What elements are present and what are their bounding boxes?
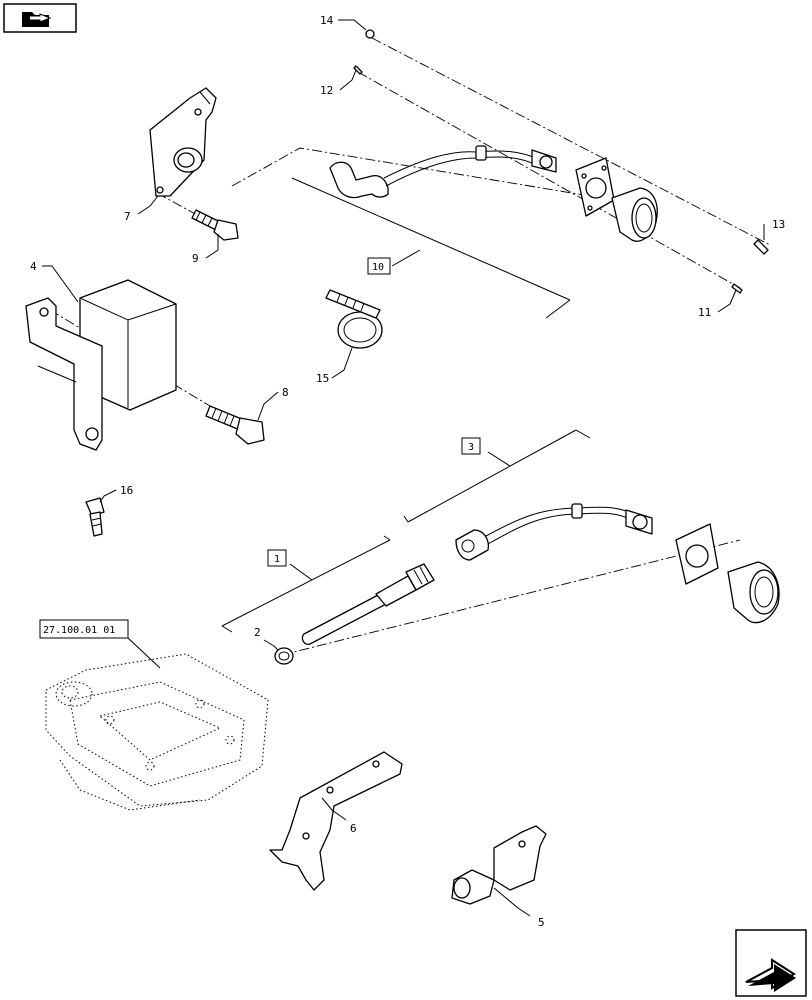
- part-15-cable-tie: [325, 289, 383, 349]
- part-2-o-ring: [274, 647, 294, 665]
- part-6-bracket: [269, 751, 403, 891]
- part-4-module: [25, 279, 177, 451]
- folder-back-icon[interactable]: [3, 3, 77, 33]
- callout-6: 6: [350, 822, 357, 835]
- callout-4: 4: [30, 260, 37, 273]
- box-label-1: 1: [267, 549, 287, 567]
- callout-13: 13: [772, 218, 785, 231]
- callout-labels: 14 12 13 11 7 9 4 8 15 16 2 6 5: [30, 14, 785, 929]
- part-11-pin: [731, 283, 743, 294]
- part-3-harness-lower: [403, 429, 780, 624]
- reference-label-text: 27.100.01 01: [43, 625, 115, 636]
- svg-text:10: 10: [372, 262, 384, 273]
- callout-12: 12: [320, 84, 333, 97]
- svg-text:3: 3: [468, 442, 474, 453]
- part-5-clip: [451, 825, 547, 905]
- part-8-bolt: [205, 405, 265, 445]
- part-13-screw: [753, 239, 769, 255]
- part-16-bolt: [85, 497, 105, 537]
- callout-9: 9: [192, 252, 199, 265]
- callout-5: 5: [538, 916, 545, 929]
- callout-14: 14: [320, 14, 334, 27]
- part-1-sensor: [221, 535, 435, 645]
- part-7-bracket: [149, 87, 217, 197]
- box-label-10: 10: [367, 257, 391, 275]
- part-14-nut: [365, 29, 375, 39]
- callout-16: 16: [120, 484, 133, 497]
- part-12-pin: [353, 65, 363, 75]
- callout-11: 11: [698, 306, 711, 319]
- leader-lines: [42, 19, 765, 917]
- reference-label[interactable]: 27.100.01 01: [39, 619, 129, 639]
- reference-housing: [45, 637, 269, 811]
- callout-15: 15: [316, 372, 329, 385]
- next-page-arrow-icon[interactable]: [735, 929, 807, 997]
- callout-2: 2: [254, 626, 261, 639]
- part-10-harness-upper: [291, 145, 658, 319]
- callout-8: 8: [282, 386, 289, 399]
- part-9-bolt: [191, 209, 239, 241]
- box-label-3: 3: [461, 437, 481, 455]
- callout-7: 7: [124, 210, 131, 223]
- svg-text:1: 1: [274, 554, 280, 565]
